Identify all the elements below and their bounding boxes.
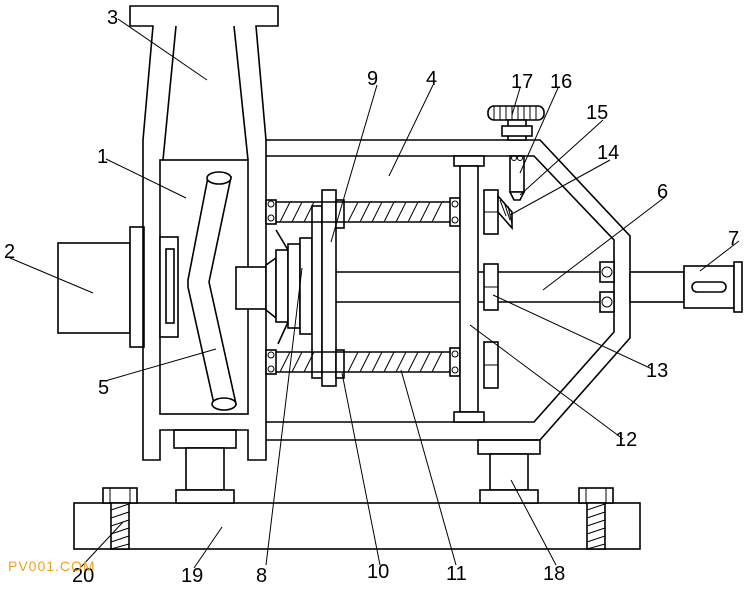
anchor-bolt-right: [578, 487, 614, 550]
leader-lines: [9, 18, 740, 569]
label-8: 8: [256, 565, 267, 587]
label-10: 10: [367, 561, 389, 583]
label-11: 11: [446, 563, 467, 585]
label-1: 1: [97, 146, 108, 168]
label-9: 9: [367, 68, 378, 90]
slide-plate: [311, 189, 345, 387]
label-7: 7: [728, 228, 739, 250]
label-12: 12: [615, 429, 637, 451]
support-18: [477, 439, 541, 504]
label-15: 15: [586, 102, 608, 124]
label-4: 4: [426, 68, 437, 90]
label-5: 5: [98, 377, 109, 399]
gear-plate: [453, 155, 499, 423]
label-17: 17: [511, 71, 533, 93]
label-18: 18: [543, 563, 565, 585]
main-shaft: [312, 261, 743, 313]
adjust-knob-assembly: [487, 105, 545, 231]
pump-support: [173, 429, 237, 504]
label-3: 3: [107, 7, 118, 29]
label-6: 6: [657, 181, 668, 203]
upper-screw: [265, 197, 461, 227]
label-16: 16: [550, 71, 572, 93]
motor: [57, 226, 145, 348]
label-20: 20: [72, 565, 94, 587]
bearing-seat: [265, 229, 313, 345]
label-2: 2: [4, 241, 15, 263]
label-14: 14: [597, 142, 619, 164]
label-13: 13: [646, 360, 668, 382]
watermark: PV001.COM: [8, 558, 96, 574]
impeller: [187, 171, 267, 411]
shaft-bearings: [599, 261, 615, 313]
anchor-bolt-left: [102, 487, 138, 550]
lower-screw: [265, 347, 461, 377]
pump-housing: [129, 5, 279, 461]
label-19: 19: [181, 565, 203, 587]
base-plate: [73, 502, 641, 550]
